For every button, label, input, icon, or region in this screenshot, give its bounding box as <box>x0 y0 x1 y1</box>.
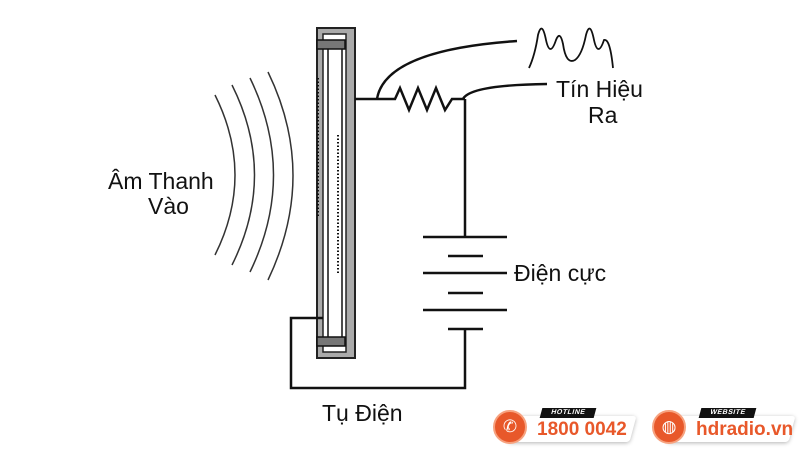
hotline-number[interactable]: 1800 0042 <box>537 419 627 440</box>
sound-in-label-2: Vào <box>148 193 189 219</box>
phone-icon: ✆ <box>493 410 527 444</box>
sound-waves <box>214 71 294 281</box>
globe-icon: ◍ <box>652 410 686 444</box>
signal-out-label-2: Ra <box>588 102 618 128</box>
website-badge[interactable]: WEBSITE hdradio.vn ◍ <box>652 408 797 444</box>
hotline-badge[interactable]: HOTLINE 1800 0042 ✆ <box>493 408 638 444</box>
electrode-label: Điện cực <box>514 260 607 286</box>
capacitor-label: Tụ Điện <box>322 400 403 426</box>
website-link[interactable]: hdradio.vn <box>696 419 794 440</box>
hotline-tag: HOTLINE <box>539 408 597 418</box>
output-waveform <box>528 27 614 69</box>
circuit-wires <box>289 39 548 390</box>
sound-in-label: Âm Thanh <box>108 168 214 194</box>
signal-out-label: Tín Hiệu <box>556 76 643 102</box>
capacitor-plates <box>316 27 356 359</box>
website-tag: WEBSITE <box>698 408 757 418</box>
